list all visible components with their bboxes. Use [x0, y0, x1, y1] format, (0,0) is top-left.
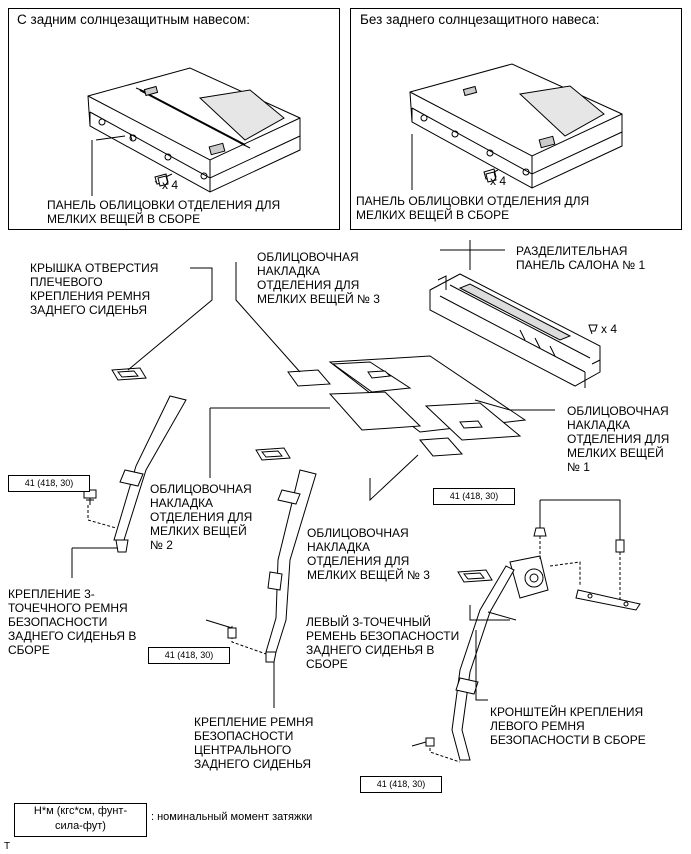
floor-covers [287, 355, 527, 457]
torque-box-center: 41 (418, 30) [148, 647, 230, 664]
panel-without-sunshade-title: Без заднего солнцезащитного навеса: [360, 12, 600, 27]
panel-without-sunshade [350, 8, 682, 230]
three-point-anchor [86, 395, 187, 553]
callout-x4-clip: x 4 [601, 322, 618, 336]
corner-mark: T [4, 841, 11, 852]
label-tray-trim-left: ПАНЕЛЬ ОБЛИЦОВКИ ОТДЕЛЕНИЯ ДЛЯ МЕЛКИХ ВЕ… [47, 198, 281, 226]
label-cover-no3-bottom: ОБЛИЦОВОЧНАЯ НАКЛАДКА ОТДЕЛЕНИЯ ДЛЯ МЕЛК… [307, 526, 430, 582]
label-partition-panel: РАЗДЕЛИТЕЛЬНАЯ ПАНЕЛЬ САЛОНА № 1 [516, 244, 646, 272]
legend-unit-box: Н*м (кгс*см, фунт- сила-фут) [14, 803, 147, 837]
label-center-anchor: КРЕПЛЕНИЕ РЕМНЯ БЕЗОПАСНОСТИ ЦЕНТРАЛЬНОГ… [194, 715, 314, 771]
label-left-belt: ЛЕВЫЙ 3-ТОЧЕЧНЫЙ РЕМЕНЬ БЕЗОПАСНОСТИ ЗАД… [306, 615, 460, 671]
label-three-point-anchor: КРЕПЛЕНИЕ 3- ТОЧЕЧНОГО РЕМНЯ БЕЗОПАСНОСТ… [8, 587, 137, 657]
label-cover-no3-top: ОБЛИЦОВОЧНАЯ НАКЛАДКА ОТДЕЛЕНИЯ ДЛЯ МЕЛК… [257, 250, 380, 306]
leader-lines [71, 134, 621, 747]
callout-x4-right: x 4 [490, 174, 507, 188]
clip-icon [588, 324, 598, 332]
label-cover-no2: ОБЛИЦОВОЧНАЯ НАКЛАДКА ОТДЕЛЕНИЯ ДЛЯ МЕЛК… [150, 482, 253, 552]
hole-cover-icon [111, 367, 493, 583]
legend-description: : номинальный момент затяжки [151, 811, 313, 823]
partition-panel [429, 240, 601, 388]
label-cover-no1: ОБЛИЦОВОЧНАЯ НАКЛАДКА ОТДЕЛЕНИЯ ДЛЯ МЕЛК… [567, 404, 670, 474]
tray-trim-with-sunshade [87, 67, 301, 196]
callout-x4-left: x 4 [162, 178, 179, 192]
label-bracket: КРОНШТЕЙН КРЕПЛЕНИЯ ЛЕВОГО РЕМНЯ БЕЗОПАС… [490, 705, 646, 747]
label-hole-cover: КРЫШКА ОТВЕРСТИЯ ПЛЕЧЕВОГО КРЕПЛЕНИЯ РЕМ… [30, 261, 159, 317]
left-belt-retractor [425, 527, 641, 763]
panel-with-sunshade-title: С задним солнцезащитным навесом: [17, 12, 250, 27]
torque-box-left: 41 (418, 30) [8, 475, 90, 492]
tray-trim-without-sunshade [409, 63, 623, 190]
torque-box-right-top: 41 (418, 30) [433, 488, 515, 505]
torque-box-bottom: 41 (418, 30) [360, 776, 442, 793]
panel-with-sunshade [8, 8, 340, 230]
label-tray-trim-right: ПАНЕЛЬ ОБЛИЦОВКИ ОТДЕЛЕНИЯ ДЛЯ МЕЛКИХ ВЕ… [356, 194, 590, 222]
